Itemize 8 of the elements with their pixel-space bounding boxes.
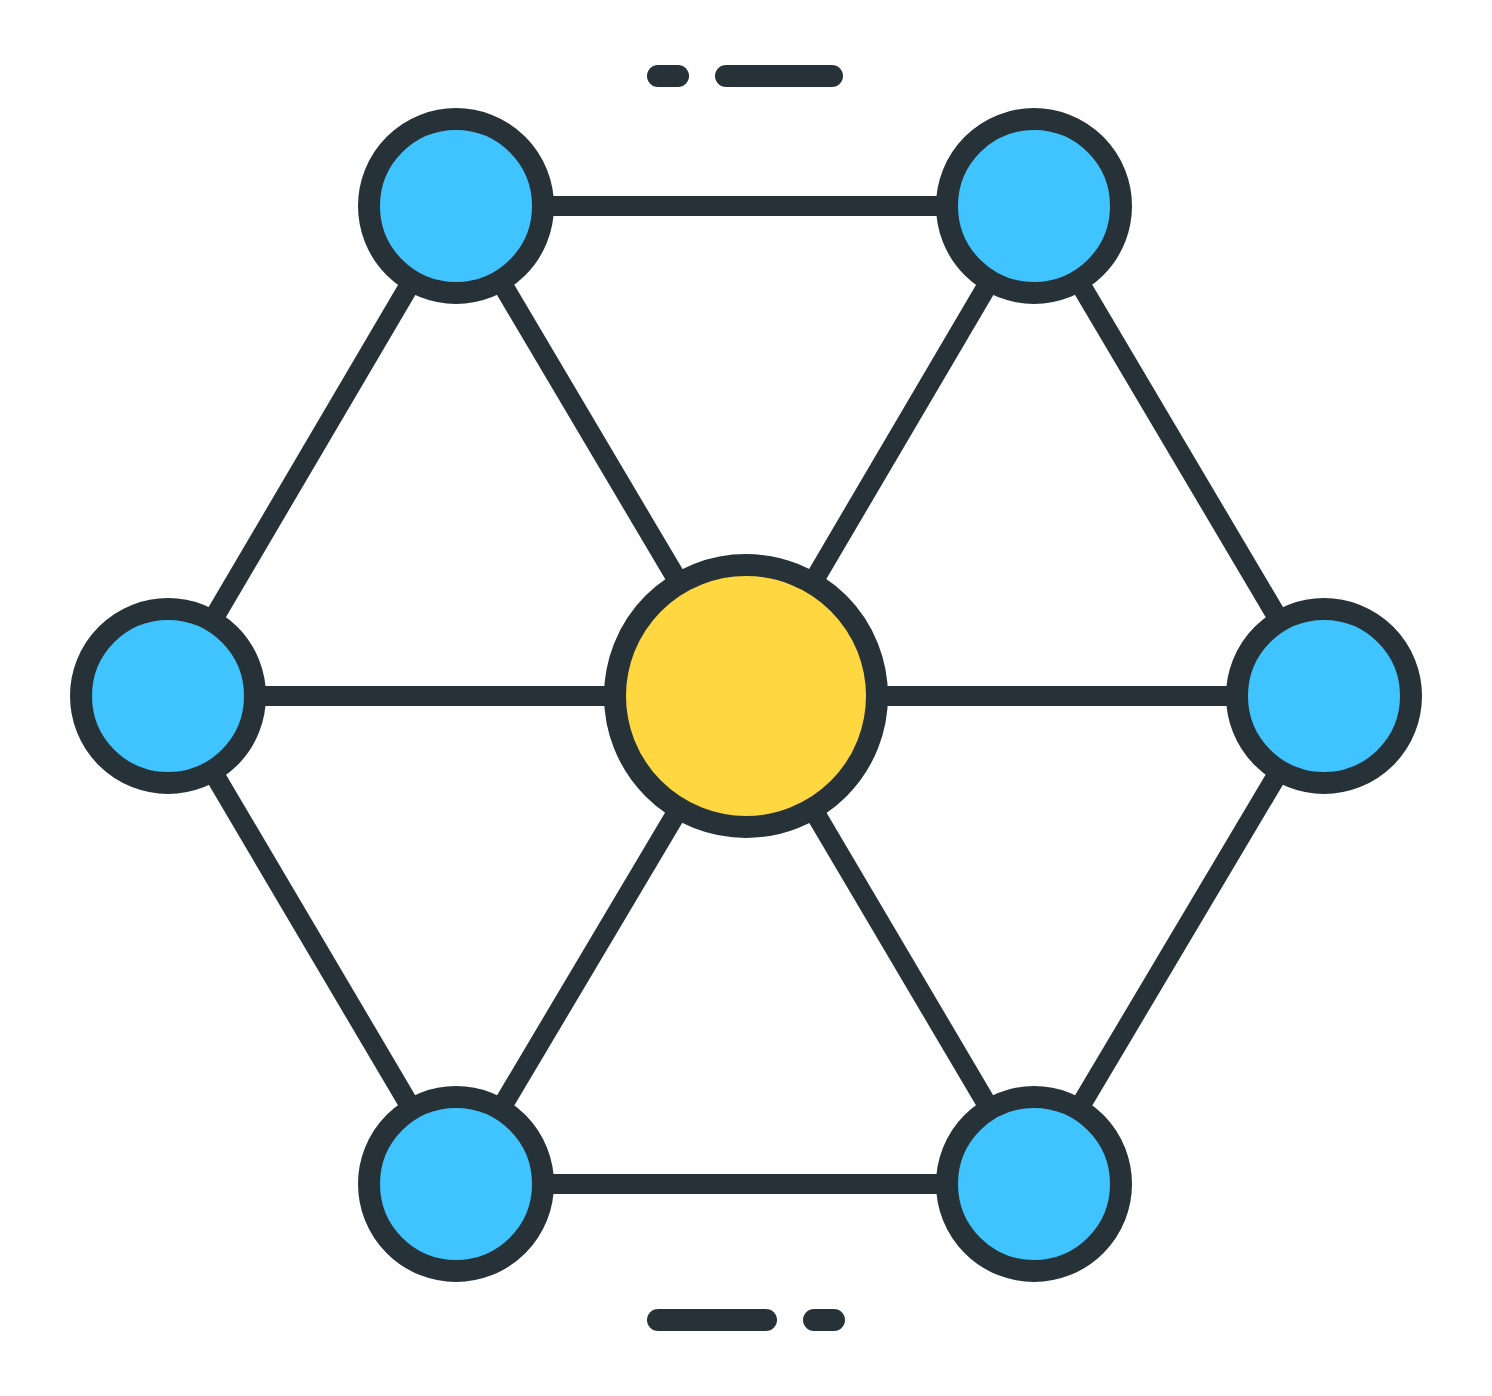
connector-line xyxy=(548,196,942,216)
connector-line xyxy=(206,280,418,622)
connector-line xyxy=(1072,280,1286,622)
connector-line xyxy=(548,1174,942,1194)
connector-line xyxy=(206,770,418,1110)
connector-line xyxy=(1072,770,1286,1110)
connector-line xyxy=(806,280,996,584)
connector-line xyxy=(806,808,996,1110)
